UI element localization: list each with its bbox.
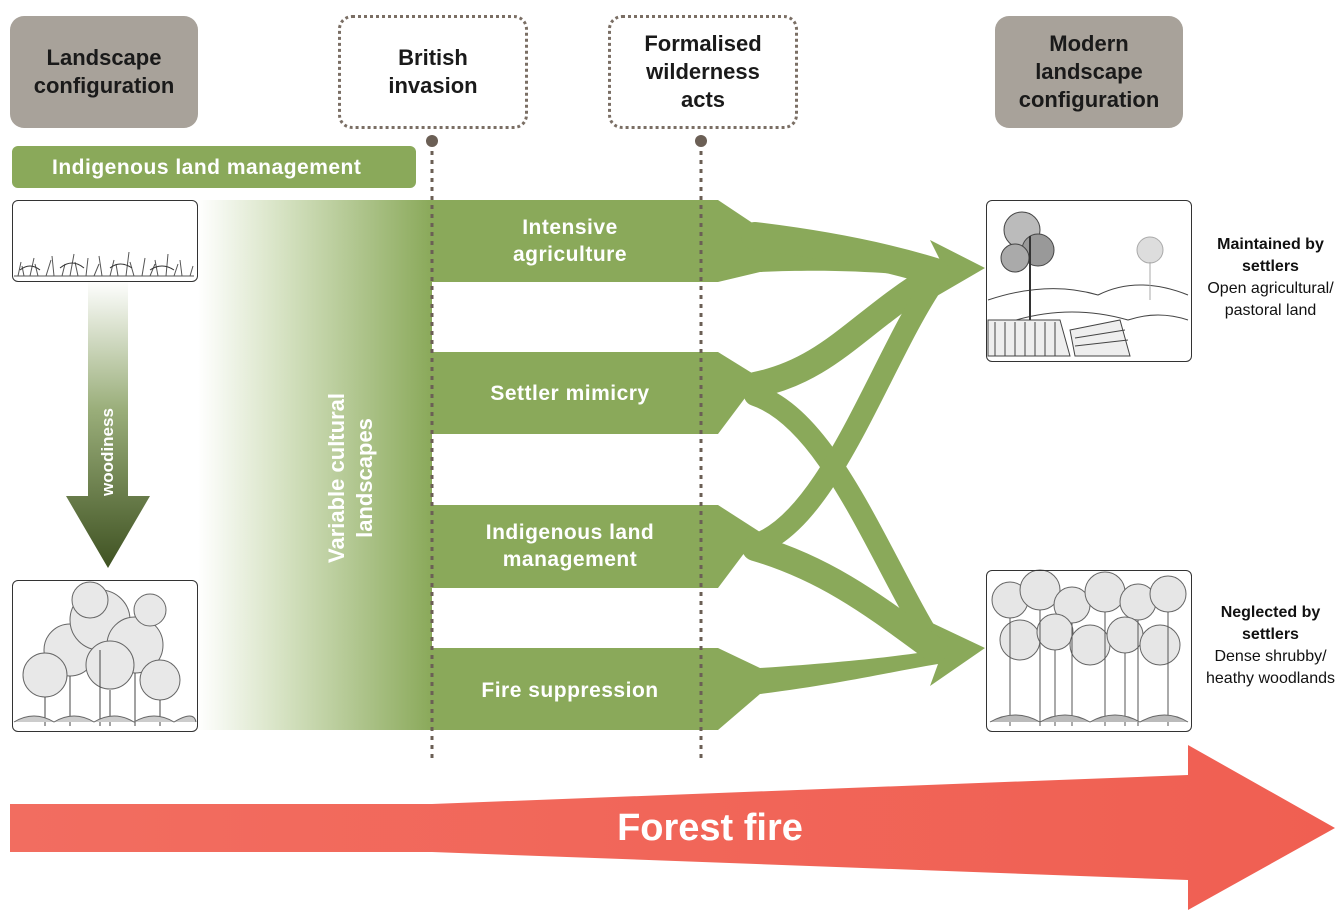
pathway-bands [430, 200, 985, 730]
dense-woodland-thumbnail [986, 570, 1192, 732]
cultural-landscape-gradient [198, 200, 432, 730]
pathway-label-intensive-agriculture: Intensive agriculture [512, 216, 628, 266]
flow-indigenous-to-top [744, 269, 946, 556]
outcome-bottom-desc: Dense shrubby/ heathy woodlands [1206, 648, 1335, 687]
forest-fire-arrow [10, 745, 1335, 910]
woodland-illustration [13, 581, 197, 726]
forest-fire-label: Forest fire [617, 807, 803, 849]
flow-agri-to-top [741, 222, 949, 286]
outcome-bottom: Neglected by settlers Dense shrubby/ hea… [1198, 602, 1343, 690]
indigenous-management-bar: Indigenous land management [12, 146, 416, 188]
flow-settler-to-top [742, 263, 948, 398]
pathway-label-indigenous: Indigenous land management [485, 521, 655, 571]
variable-cultural-landscapes-label: Variable cultural landscapes [324, 393, 377, 563]
band-settler-mimicry [430, 352, 760, 434]
indigenous-management-bar-label: Indigenous land management [52, 155, 362, 179]
wilderness-acts-dot [695, 135, 707, 147]
grassland-illustration [14, 251, 194, 277]
modern-configuration-box: Modern landscape configuration [995, 16, 1183, 128]
landscape-configuration-box: Landscape configuration [10, 16, 198, 128]
british-invasion-label: British invasion [388, 45, 478, 98]
british-invasion-box: British invasion [338, 15, 528, 129]
grassland-thumbnail [12, 200, 198, 282]
flow-settler-to-bottom [744, 384, 946, 659]
pastoral-illustration [987, 211, 1189, 357]
landscape-configuration-label: Landscape configuration [33, 45, 175, 98]
pathway-label-settler-mimicry: Settler mimicry [490, 381, 650, 405]
band-intensive-agriculture [430, 200, 985, 300]
pathway-label-fire-suppression: Fire suppression [481, 678, 659, 702]
dense-woodland-illustration [989, 569, 1189, 726]
wilderness-acts-box: Formalised wilderness acts [608, 15, 798, 129]
british-invasion-dot [426, 135, 438, 147]
wilderness-acts-label: Formalised wilderness acts [644, 31, 762, 112]
outcome-bottom-title: Neglected by settlers [1220, 604, 1321, 643]
flow-curves [741, 222, 949, 663]
outcome-top-desc: Open agricultural/ pastoral land [1207, 280, 1334, 319]
woodiness-arrow [66, 280, 150, 568]
flow-indigenous-to-bottom [742, 535, 948, 663]
band-fire-suppression [430, 622, 985, 730]
woodland-thumbnail [12, 580, 198, 732]
modern-configuration-label: Modern landscape configuration [1018, 31, 1160, 112]
pastoral-thumbnail [986, 200, 1192, 362]
woodiness-label: woodiness [98, 408, 117, 496]
outcome-top: Maintained by settlers Open agricultural… [1198, 234, 1343, 322]
band-indigenous [430, 505, 760, 588]
timeline-lines [430, 142, 703, 760]
outcome-top-title: Maintained by settlers [1217, 236, 1324, 275]
